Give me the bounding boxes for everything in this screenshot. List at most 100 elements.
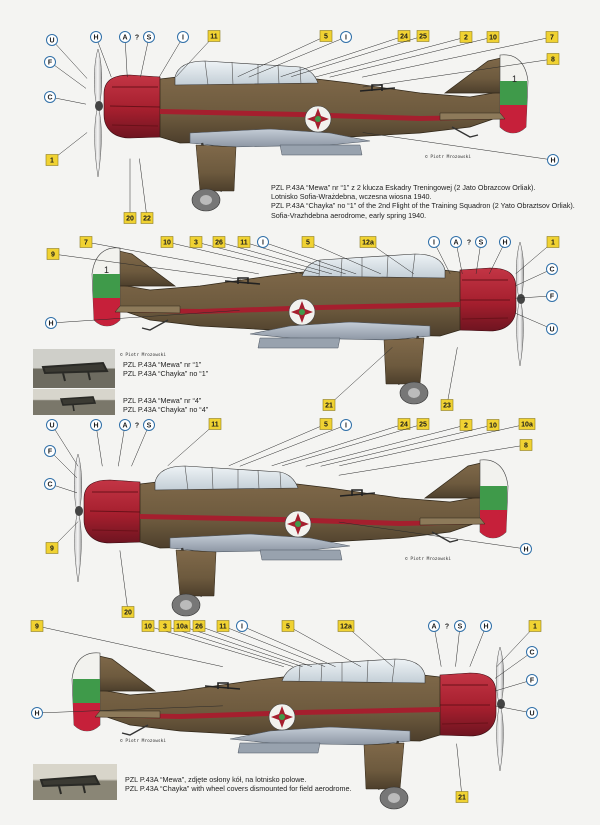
leader-line	[228, 423, 327, 467]
svg-text:S: S	[458, 624, 463, 631]
callout-v2-top-i: I	[428, 236, 440, 248]
svg-text:I: I	[345, 35, 347, 42]
artist-credit-4: © Piotr Mrozowski	[120, 738, 166, 744]
callout-v2-right-f: F	[546, 290, 558, 302]
leader-line	[495, 679, 533, 692]
callout-v4-top-s: S	[454, 620, 466, 632]
callout-v1-top-2: 2	[459, 31, 473, 43]
svg-text:7: 7	[550, 35, 554, 42]
svg-text:11: 11	[210, 34, 218, 41]
callout-v2-top-7: 7	[79, 236, 93, 248]
svg-text:11: 11	[211, 422, 219, 429]
svg-text:25: 25	[419, 422, 427, 429]
leader-line	[49, 61, 87, 89]
svg-text:U: U	[49, 423, 54, 430]
leader-line	[307, 241, 382, 275]
callout-v4-left-h: H	[31, 707, 43, 719]
caption-line: PZL P.43A “Chayka” with wheel covers dis…	[125, 784, 352, 794]
callout-v1-top-u: U	[46, 34, 58, 46]
callout-v2-top-12a: 12a	[359, 236, 377, 248]
svg-text:H: H	[502, 240, 507, 247]
callout-v4-top-1: 1	[528, 620, 542, 632]
svg-text:A: A	[431, 624, 436, 631]
aircraft-profile-3	[73, 452, 510, 618]
callout-v2-top-3: 3	[189, 236, 203, 248]
leader-line	[514, 268, 553, 287]
leader-line	[176, 35, 215, 77]
svg-text:I: I	[182, 35, 184, 42]
leader-line	[362, 132, 554, 161]
leader-line	[198, 625, 313, 667]
leader-line	[49, 96, 87, 105]
svg-text:F: F	[48, 449, 53, 456]
svg-text:24: 24	[400, 34, 408, 41]
leader-line	[262, 241, 357, 275]
caption-line: Sofia-Vrazhdebna aerodrome, early spring…	[271, 210, 427, 220]
callout-v2-left-h: H	[45, 317, 57, 329]
callout-v1-top-24: 24	[397, 30, 411, 42]
svg-text:10a: 10a	[521, 422, 533, 429]
leader-line	[243, 241, 346, 275]
svg-text:H: H	[34, 711, 39, 718]
svg-text:21: 21	[458, 795, 466, 802]
callout-v4-top-12a: 12a	[337, 620, 355, 632]
photo-plane-silhouette	[59, 396, 97, 412]
svg-text:U: U	[529, 711, 534, 718]
callout-v1-bottom-22: 22	[140, 212, 154, 224]
svg-text:1: 1	[551, 240, 555, 247]
svg-text:10: 10	[489, 423, 497, 430]
leader-line	[164, 625, 294, 667]
svg-text:5: 5	[324, 34, 328, 41]
caption-line: PZL P.43A “Chayka” no “1”	[123, 369, 209, 379]
svg-text:10: 10	[144, 624, 152, 631]
leader-line	[140, 36, 150, 78]
callout-v3-top-11: 11	[208, 418, 222, 430]
svg-text:10: 10	[163, 240, 171, 247]
callout-v1-left-f: F	[44, 56, 56, 68]
leader-line	[222, 625, 326, 667]
leader-line	[362, 36, 553, 78]
svg-text:1: 1	[533, 624, 537, 631]
leader-line	[433, 625, 442, 667]
leader-line	[469, 625, 487, 667]
caption-line: PZL P.43A “Mewa” nr “1” z 2 klucza Eskad…	[271, 183, 536, 192]
svg-text:25: 25	[419, 34, 427, 41]
leader-line	[271, 423, 405, 467]
callout-v3-top-24: 24	[397, 418, 411, 430]
fuselage-number-1: 1	[512, 74, 517, 84]
leader-line	[131, 424, 150, 467]
leader-line	[239, 424, 347, 467]
leader-line	[456, 743, 463, 798]
svg-text:S: S	[147, 35, 152, 42]
callout-v1-top-7: 7	[545, 31, 559, 43]
svg-text:H: H	[48, 321, 53, 328]
caption-photo-1: PZL P.43A “Mewa” nr “1” PZL P.43A “Chayk…	[123, 360, 208, 378]
artist-credit-3: © Piotr Mrozowski	[405, 556, 451, 562]
leader-line	[338, 521, 527, 550]
leader-line	[287, 625, 362, 667]
callout-v4-left-9: 9	[30, 620, 44, 632]
leader-line	[280, 35, 405, 77]
callout-v4-top-26: 26	[192, 620, 206, 632]
callout-v3-top-10: 10	[486, 419, 500, 431]
callout-v2-left-9: 9	[46, 248, 60, 260]
callout-v3-right-h: H	[520, 543, 532, 555]
svg-text:10a: 10a	[176, 624, 188, 631]
callout-v1-left-1: 1	[45, 154, 59, 166]
callout-v3-left-9: 9	[45, 542, 59, 554]
leader-line	[345, 625, 393, 667]
svg-text:8: 8	[551, 57, 555, 64]
svg-text:24: 24	[400, 422, 408, 429]
leader-line	[147, 625, 284, 667]
svg-text:?: ?	[467, 240, 471, 247]
leader-line	[95, 36, 112, 78]
svg-text:H: H	[93, 35, 98, 42]
callout-v4-top-q: ?	[445, 624, 449, 631]
callout-v2-top-i: I	[257, 236, 269, 248]
leader-line	[305, 424, 467, 467]
callout-v1-top-a: A	[119, 31, 131, 43]
callout-v1-right-h: H	[547, 154, 559, 166]
callout-v1-top-s: S	[143, 31, 155, 43]
